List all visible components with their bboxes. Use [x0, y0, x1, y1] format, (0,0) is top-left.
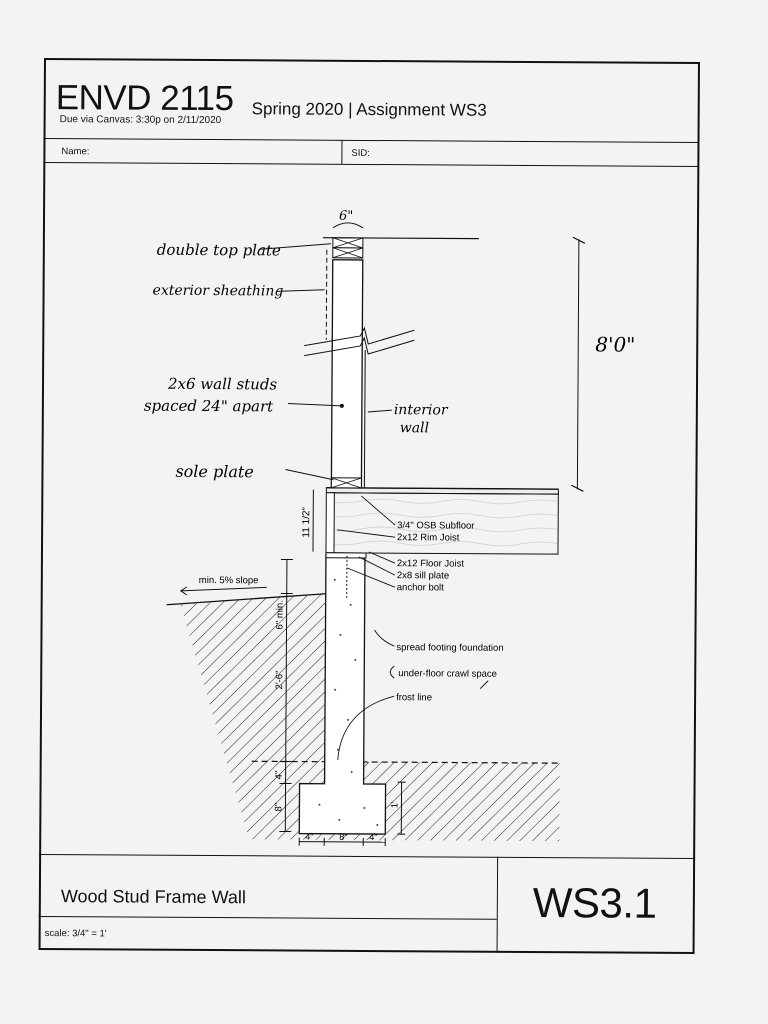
drawing-scale: scale: 3/4" = 1': [44, 928, 107, 940]
label-floor-joist: 2x12 Floor Joist: [397, 558, 464, 569]
floor-line: [326, 487, 559, 490]
dim-footing-height: 1': [389, 801, 399, 808]
wall-width-dim: 6": [339, 209, 353, 224]
label-exterior-sheathing: exterior sheathing: [153, 283, 284, 300]
rim-joist: [325, 492, 335, 554]
joist-depth-dim: 11 1/2": [301, 507, 312, 538]
label-sill-plate: 2x8 sill plate: [397, 570, 449, 581]
ceiling-line: [322, 237, 479, 240]
dim-footing-left: 4": [305, 832, 313, 842]
titleblock-divider: [496, 856, 499, 953]
break-line: [304, 326, 415, 357]
label-spread-footing: spread footing foundation: [396, 642, 503, 654]
scale-row-divider: [38, 915, 497, 920]
sill-plate: [325, 552, 367, 559]
interior-finish: [363, 349, 366, 488]
label-subfloor: 3/4" OSB Subfloor: [397, 520, 474, 531]
label-wall-studs-1: 2x6 wall studs: [167, 375, 278, 394]
wall-stud: [330, 259, 364, 489]
dim-footing-mid: 8": [339, 832, 347, 842]
drawing-sheet: ENVD 2115 Due via Canvas: 3:30p on 2/11/…: [38, 58, 700, 954]
dim-footing-right: 4": [369, 832, 377, 842]
wall-height-dim: 8'0": [595, 332, 635, 356]
label-frost-line: frost line: [396, 692, 432, 703]
label-wall-studs-2: spaced 24" apart: [144, 397, 274, 416]
foundation-wall: [298, 553, 387, 835]
sheet-number: WS3.1: [532, 879, 657, 927]
exterior-sheathing: [325, 249, 328, 340]
label-rim-joist: 2x12 Rim Joist: [397, 532, 460, 543]
dim-8: 8": [273, 803, 284, 812]
label-double-top-plate: double top plate: [157, 241, 281, 260]
frost-line-dash: [251, 760, 560, 764]
label-interior-wall-2: wall: [400, 420, 429, 436]
label-crawl-space: under-floor crawl space: [398, 668, 497, 680]
drawing-title: Wood Stud Frame Wall: [60, 886, 247, 908]
wall-section-drawing: 6" 8'0" 11 1/2" double top plate exterio…: [144, 209, 635, 847]
label-interior-wall-1: interior: [394, 402, 449, 418]
dim-6-min: 6" min.: [275, 600, 286, 629]
soil-left: [180, 593, 326, 840]
sheet-border-bottom: [38, 947, 695, 954]
label-sole-plate: sole plate: [175, 462, 253, 481]
label-slope: min. 5% slope: [199, 575, 259, 586]
concrete-speckles: [318, 578, 379, 827]
dim-2-6: 2'-6": [274, 670, 285, 689]
grade-line: [166, 593, 326, 606]
label-anchor-bolt: anchor bolt: [397, 582, 444, 593]
dim-4: 4": [274, 771, 285, 780]
